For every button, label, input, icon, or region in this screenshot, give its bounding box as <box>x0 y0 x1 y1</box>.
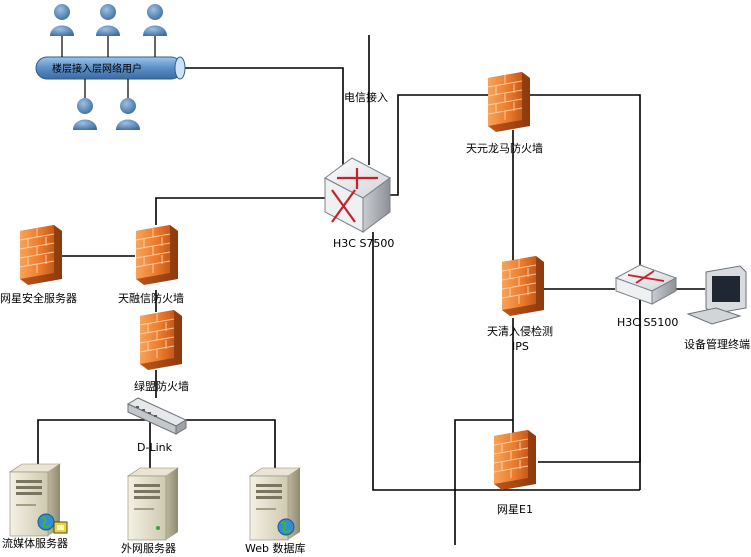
core-switch-label: H3C S7500 <box>333 237 394 250</box>
user-icon <box>73 98 97 130</box>
globe-icon <box>37 513 55 531</box>
firewall-icon <box>19 224 63 286</box>
server-icon <box>127 467 179 541</box>
ips-firewall-icon <box>501 255 545 317</box>
fw-tianyuan-label: 天元龙马防火墙 <box>466 141 543 155</box>
telecom-label: 电信接入 <box>344 91 388 104</box>
film-icon <box>53 521 68 534</box>
dlink-switch-icon <box>126 397 188 435</box>
fw-lvmeng-label: 绿盟防火墙 <box>134 379 189 393</box>
bus-label: 楼层接入层网络用户 <box>52 62 142 75</box>
ips-label-line2: IPS <box>512 340 529 353</box>
access-switch-icon <box>614 264 678 305</box>
access-switch-label: H3C S5100 <box>617 316 678 329</box>
user-icon <box>96 4 120 36</box>
ips-label: 天清入侵检测 <box>487 324 553 338</box>
user-icon <box>50 4 74 36</box>
user-icon <box>143 4 167 36</box>
mgmt-terminal-label: 设备管理终端 <box>684 337 750 351</box>
srv-streaming-label: 流媒体服务器 <box>2 536 68 550</box>
computer-icon <box>686 265 747 325</box>
dlink-label: D-Link <box>137 441 173 454</box>
fw-wangxing-label: 网星E1 <box>497 503 533 516</box>
firewall-icon <box>139 309 183 371</box>
firewall-icon <box>135 224 179 286</box>
srv-external-label: 外网服务器 <box>121 542 176 555</box>
user-bus: 楼层接入层网络用户 <box>35 4 186 130</box>
fw-tianrongxin-label: 天融信防火墙 <box>118 291 184 305</box>
core-switch-icon <box>324 157 391 233</box>
connection-lines <box>37 35 705 545</box>
firewall-icon <box>487 71 531 133</box>
globe-icon <box>277 518 295 536</box>
user-icon <box>116 98 140 130</box>
srv-web-label: Web 数据库 <box>245 541 305 555</box>
av-server-label: 网星安全服务器 <box>0 291 77 305</box>
firewall-icon <box>493 429 537 491</box>
